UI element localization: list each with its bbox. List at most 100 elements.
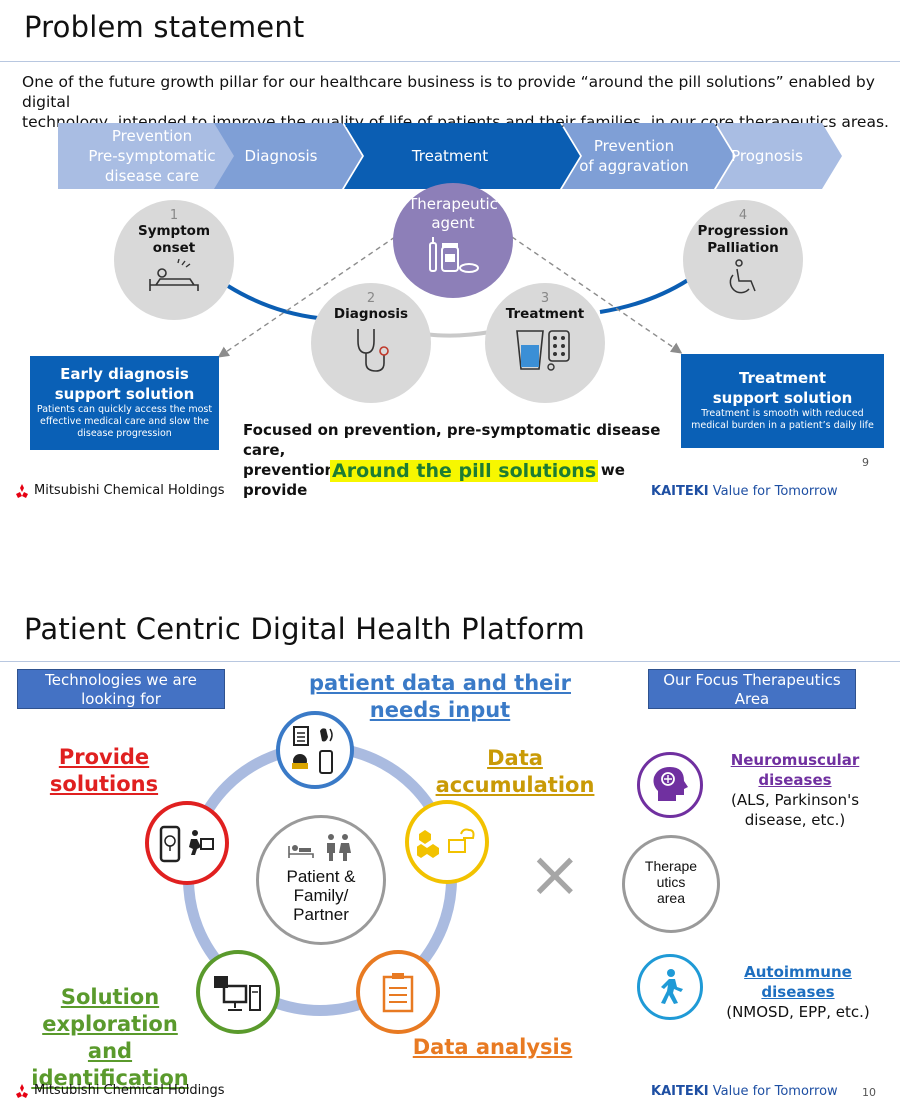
company-name: Mitsubishi Chemical Holdings: [34, 1083, 225, 1098]
slide2-title: Patient Centric Digital Health Platform: [24, 612, 585, 646]
stage-circle-2: 2 Diagnosis: [311, 283, 431, 403]
cross-symbol: ×: [528, 838, 582, 912]
stethoscope-icon: [357, 329, 389, 372]
company-logo: Mitsubishi Chemical Holdings: [14, 483, 224, 498]
stage-circle-3: 3 Treatment: [485, 283, 605, 403]
step-label-line: Solution: [60, 985, 160, 1009]
slogan-bold: KAITEKI: [651, 1084, 709, 1099]
focus-area-examples: (NMOSD, EPP, etc.): [726, 1003, 870, 1021]
step-label-line: Provide: [58, 745, 150, 769]
chevron-label: Prognosis: [731, 147, 803, 165]
highlight-around-the-pill: Around the pill solutions: [330, 460, 599, 482]
slogan-bold: KAITEKI: [651, 484, 709, 499]
walking-person-icon: [661, 969, 683, 1004]
step-label-line: solutions: [49, 772, 159, 796]
clipboard-and-devices-icon: [292, 726, 333, 774]
kaiteki-slogan: KAITEKI Value for Tomorrow: [651, 484, 838, 499]
chevron-label: Prevention: [593, 137, 675, 155]
intro-line-1: One of the future growth pillar for our …: [22, 73, 875, 111]
chevron-label: Prevention: [111, 127, 193, 145]
kaiteki-slogan: KAITEKI Value for Tomorrow: [651, 1084, 838, 1099]
agent-label: Therapeutic: [408, 195, 498, 213]
slogan-rest: Value for Tomorrow: [708, 484, 838, 499]
step-exploration-label: Solution exploration and identification: [15, 984, 205, 1092]
agent-label: agent: [431, 214, 475, 232]
box-subtext: Treatment is smooth with reduced: [701, 408, 864, 419]
three-diamonds-logo-icon: [16, 1083, 28, 1098]
step-input-circle: [276, 711, 354, 789]
stage-label: Symptom: [137, 223, 211, 239]
autoimmune-text: Autoimmune diseases (NMOSD, EPP, etc.): [708, 962, 888, 1022]
chevron-diagnosis: Diagnosis: [226, 123, 336, 189]
patient-family-circle: Patient & Family/ Partner: [256, 815, 386, 945]
therapeutics-label: area: [656, 890, 686, 906]
arc-left: [226, 284, 319, 320]
arc-middle: [424, 330, 491, 338]
phone-and-delivery-icon: [159, 825, 214, 863]
treatment-support-box: Treatment support solution Treatment is …: [681, 354, 884, 448]
wheelchair-icon: [729, 259, 756, 294]
focus-area-examples: (ALS, Parkinson's: [730, 791, 860, 809]
company-name: Mitsubishi Chemical Holdings: [34, 483, 225, 498]
chevron-label: Pre-symptomatic: [88, 147, 216, 165]
step-provide-label: Provide solutions: [45, 744, 163, 798]
chevron-prognosis-shape: [716, 123, 842, 189]
focus-area-name: Autoimmune diseases: [744, 963, 852, 1001]
three-diamonds-logo-icon: [16, 483, 28, 498]
box-heading: Treatment: [738, 369, 827, 387]
checklist-icon: [382, 973, 414, 1013]
step-analysis-circle: [356, 950, 440, 1034]
stage-circle-4: 4 Progression Palliation: [683, 200, 803, 320]
chevron-label: Treatment: [411, 147, 489, 165]
therapeutics-label: Therape: [644, 858, 698, 874]
chevron-label: of aggravation: [579, 157, 689, 175]
step-label-line: exploration: [42, 1012, 178, 1036]
chevron-bar: [58, 123, 842, 189]
focus-area-examples: disease, etc.): [744, 811, 846, 829]
chevron-treatment-shape: [344, 123, 580, 189]
stage-number: 3: [540, 291, 550, 306]
neuromuscular-text: Neuromuscular diseases (ALS, Parkinson's…: [715, 750, 875, 830]
step-analysis-label: Data analysis: [410, 1034, 575, 1061]
medicine-icon: [429, 237, 479, 273]
slide1-title-rule: [0, 61, 900, 62]
focus-area-tag: Our Focus Therapeutics Area: [648, 669, 856, 709]
stage-label: Treatment: [505, 306, 585, 322]
early-diagnosis-box: Early diagnosis support solution Patient…: [30, 356, 219, 450]
tag-line: Area: [734, 690, 770, 708]
stage-label: onset: [152, 240, 196, 256]
stage-label: Palliation: [707, 240, 779, 256]
step-input-label: patient data and their needs input: [300, 670, 580, 724]
step-label-line: and identification: [31, 1039, 189, 1090]
center-label: Family/: [293, 886, 349, 905]
stage-number: 1: [169, 208, 179, 223]
step-provide-circle: [145, 801, 229, 885]
highlight-text: Around the pill solutions: [330, 460, 599, 482]
arc-right: [599, 278, 690, 314]
slide1-title: Problem statement: [24, 10, 305, 44]
focus-area-name: diseases: [758, 771, 832, 789]
center-label: Patient &: [286, 867, 356, 886]
patient-family-icon: [288, 834, 351, 861]
center-label: Partner: [293, 905, 349, 924]
box-subtext: effective medical care and slow the: [39, 416, 210, 427]
tag-line: Our Focus Therapeutics: [663, 671, 841, 689]
focus-line: Focused on prevention, pre-symptomatic d…: [243, 421, 661, 459]
data-blocks-cloud-icon: [415, 828, 475, 858]
stage-label: Progression: [697, 223, 789, 239]
chevron-treatment: Treatment: [370, 123, 530, 189]
stage-number: 4: [738, 208, 748, 223]
therapeutics-area-circle: Therape utics area: [622, 835, 720, 933]
water-and-pills-icon: [516, 330, 570, 371]
slide2-title-rule: [0, 661, 900, 662]
computer-network-icon: [214, 976, 261, 1011]
chevron-prognosis: Prognosis: [722, 123, 812, 189]
chevron-label: disease care: [104, 167, 200, 185]
stage-number: 2: [366, 291, 376, 306]
head-brain-icon: [653, 767, 688, 801]
technologies-tag: Technologies we are looking for: [17, 669, 225, 709]
slogan-rest: Value for Tomorrow: [708, 1084, 838, 1099]
chevron-prevention-shape: [58, 123, 252, 189]
company-logo: Mitsubishi Chemical Holdings: [14, 1083, 224, 1098]
